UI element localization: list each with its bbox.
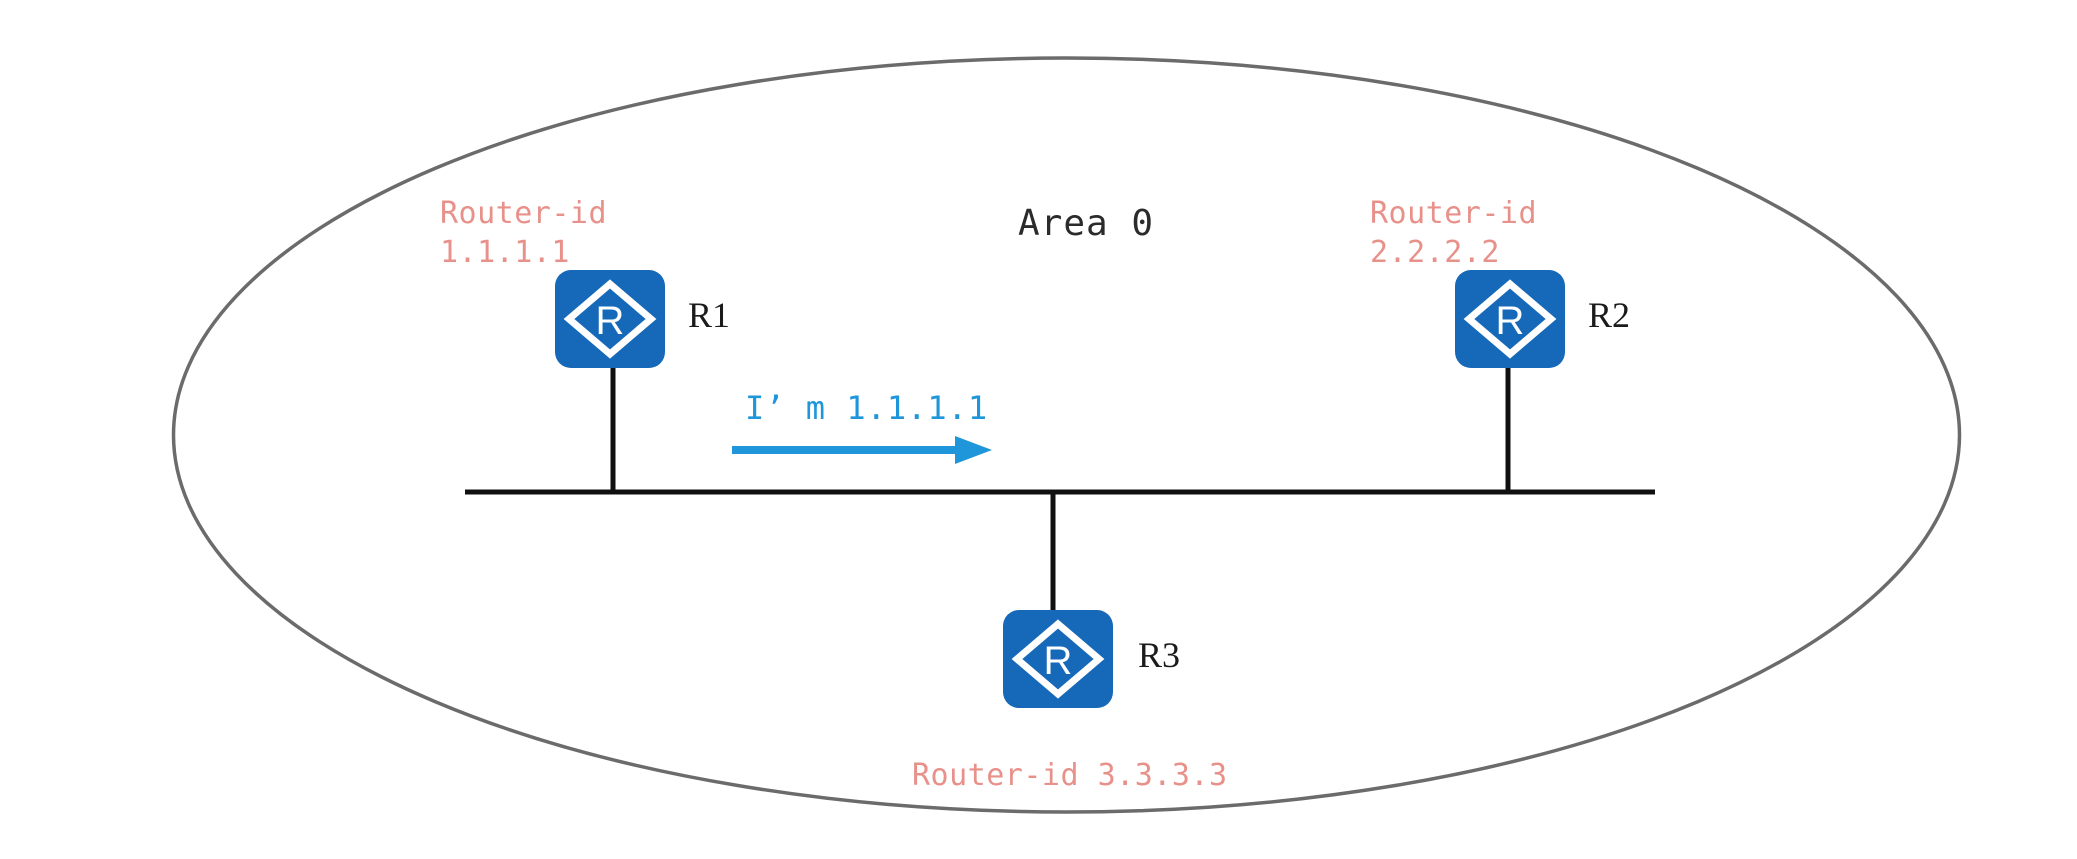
svg-text:R: R [596,299,625,343]
ospf-area-boundary-ellipse [171,56,1962,814]
router-name-label-r3: R3 [1138,635,1181,675]
router-id-label-r2-line1: Router-id [1370,196,1538,231]
message-flow-arrow [732,436,992,464]
router-id-label-r2-line2: 2.2.2.2 [1370,235,1500,270]
router-id-label-r1-line1: Router-id [440,196,608,231]
router-id-label-r1-line2: 1.1.1.1 [440,235,570,270]
router-name-label-r1: R1 [688,295,731,335]
router-name-label-r2: R2 [1588,295,1631,335]
svg-text:R: R [1496,299,1525,343]
svg-text:R: R [1044,639,1073,683]
area-label: Area 0 [1018,203,1155,244]
router-icon-r1[interactable]: R [555,270,665,368]
router-icon-r2[interactable]: R [1455,270,1565,368]
router-id-label-r3: Router-id 3.3.3.3 [912,758,1228,793]
message-flow-label: I’ m 1.1.1.1 [745,389,989,427]
router-icon-r3[interactable]: R [1003,610,1113,708]
